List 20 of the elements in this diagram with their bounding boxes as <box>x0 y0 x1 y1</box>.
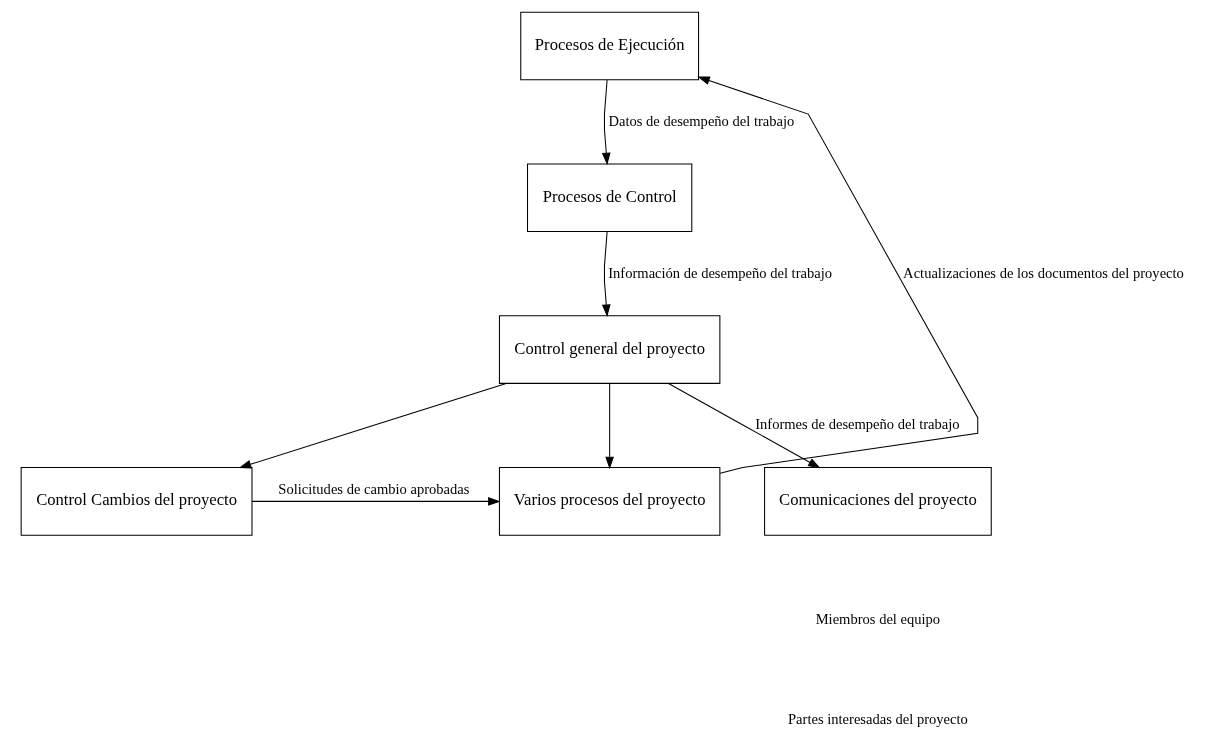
node-box: Control Cambios del proyecto <box>20 467 252 536</box>
node-box: Procesos de Control <box>526 163 692 233</box>
arrow <box>604 382 614 470</box>
edge-label: Actualizaciones de los documentos del proyecto <box>902 264 1184 281</box>
arrow <box>696 76 978 474</box>
node-box: Control general del proyecto <box>498 315 720 384</box>
label: Miembros del equipo <box>815 610 940 627</box>
arrow <box>238 382 507 469</box>
arrow <box>601 231 611 317</box>
edge-label: Datos de desempeño del trabajo <box>607 112 794 129</box>
edge-label: Solicitudes de cambio aprobadas <box>277 481 469 498</box>
label: Partes interesadas del proyecto <box>787 710 968 727</box>
arrow <box>667 382 821 469</box>
node-box: Varios procesos del proyecto <box>498 467 720 536</box>
arrow <box>601 79 611 166</box>
edge-label: Información de desempeño del trabajo <box>607 264 832 281</box>
arrow <box>250 497 501 506</box>
node-box: Procesos de Ejecución <box>519 11 699 81</box>
node-box: Comunicaciones del proyecto <box>763 467 992 536</box>
edge-label: Informes de desempeño del trabajo <box>754 416 960 433</box>
